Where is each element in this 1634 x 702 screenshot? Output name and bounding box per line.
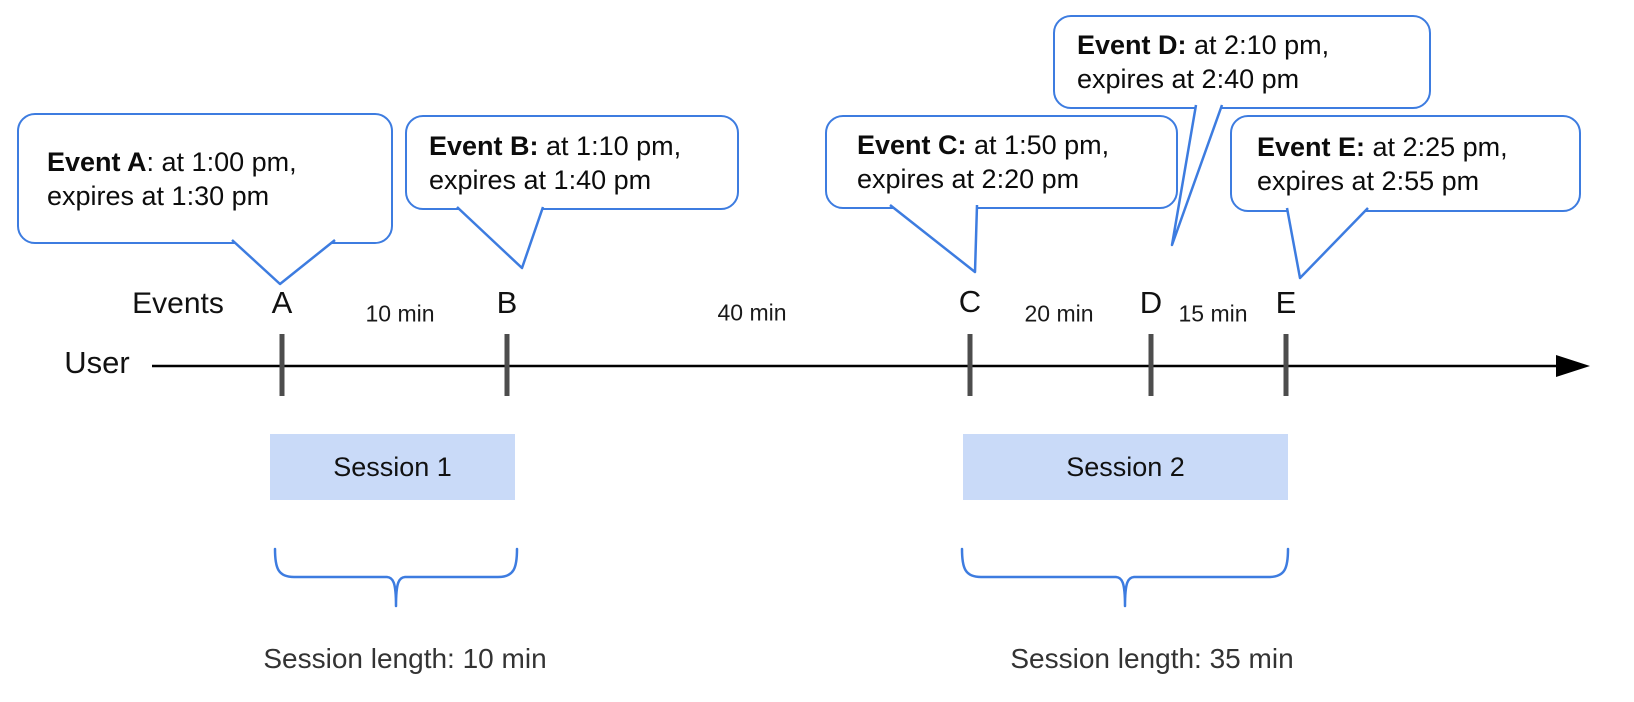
interval-label-ab: 10 min xyxy=(365,300,435,327)
callout-event-c: Event C: at 1:50 pm, expires at 2:20 pm xyxy=(825,115,1178,209)
event-marker-b: B xyxy=(496,285,518,320)
callout-tail-e xyxy=(1285,207,1369,280)
tick-d xyxy=(1148,334,1154,396)
event-marker-a: A xyxy=(271,285,293,320)
callout-line2: expires at 2:20 pm xyxy=(857,164,1080,194)
interval-label-bc: 40 min xyxy=(717,299,787,326)
session1-bar: Session 1 xyxy=(270,434,515,500)
callout-line2: expires at 1:40 pm xyxy=(429,164,652,195)
callout-line2: expires at 2:40 pm xyxy=(1077,64,1300,94)
callout-tail-b xyxy=(456,206,545,270)
callout-line1: Event E: at 2:25 pm, xyxy=(1257,131,1508,162)
callout-line2: expires at 2:55 pm xyxy=(1257,165,1480,196)
tick-b xyxy=(504,334,510,396)
event-marker-c: C xyxy=(958,284,982,319)
callout-line1: Event C: at 1:50 pm, xyxy=(857,130,1110,160)
session2-brace xyxy=(960,547,1290,608)
session1-length-label: Session length: 10 min xyxy=(263,643,547,674)
callout-tail-c xyxy=(889,204,979,274)
callout-tail-d xyxy=(1170,104,1224,247)
callout-line1: Event D: at 2:10 pm, xyxy=(1077,30,1330,60)
tick-e xyxy=(1283,334,1289,396)
interval-label-de: 15 min xyxy=(1178,300,1248,327)
session2-label: Session 2 xyxy=(1066,451,1185,482)
session2-bar: Session 2 xyxy=(963,434,1288,500)
events-row-label: Events xyxy=(132,287,224,320)
callout-tail-a xyxy=(231,239,336,286)
callout-event-d: Event D: at 2:10 pm, expires at 2:40 pm xyxy=(1053,15,1431,109)
event-marker-e: E xyxy=(1275,285,1297,320)
callout-line1: Event B: at 1:10 pm, xyxy=(429,130,682,161)
tick-a xyxy=(279,334,285,396)
session1-brace xyxy=(273,547,519,608)
callout-event-b: Event B: at 1:10 pm, expires at 1:40 pm xyxy=(405,115,739,210)
session2-length-label: Session length: 35 min xyxy=(1010,643,1294,674)
user-row-label: User xyxy=(64,345,130,380)
interval-label-cd: 20 min xyxy=(1024,300,1094,327)
callout-event-e: Event E: at 2:25 pm, expires at 2:55 pm xyxy=(1230,115,1581,212)
callout-event-a: Event A: at 1:00 pm, expires at 1:30 pm xyxy=(17,113,393,244)
tick-c xyxy=(967,334,973,396)
callout-line1: Event A: at 1:00 pm, xyxy=(47,146,297,177)
callout-line2: expires at 1:30 pm xyxy=(47,180,270,211)
timeline-arrowhead-icon xyxy=(1556,355,1590,377)
event-marker-d: D xyxy=(1139,285,1163,320)
session1-label: Session 1 xyxy=(333,451,452,482)
